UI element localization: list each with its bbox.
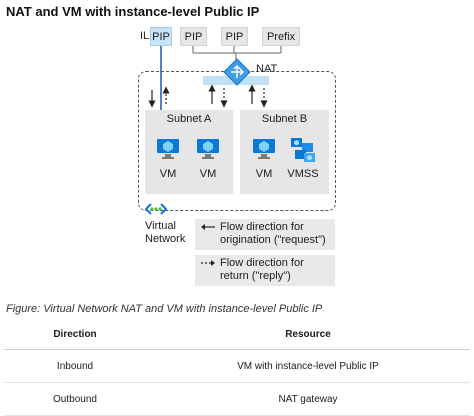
legend-request-line2: origination ("request") (220, 234, 326, 246)
direction-resource-table: Direction Resource Inbound VM with insta… (4, 320, 470, 416)
nat-label: NAT (256, 63, 278, 75)
instance-pip-box: PIP (150, 27, 172, 46)
virtual-network-icon (144, 202, 168, 221)
nat-pip-box-2: PIP (221, 27, 248, 46)
cell-direction: Inbound (4, 349, 146, 383)
column-header-resource: Resource (146, 320, 470, 350)
table-header-row: Direction Resource (4, 320, 470, 350)
subnet-a-resource-2-label: VM (199, 168, 217, 180)
subnet-a-title: Subnet A (166, 113, 212, 125)
vm-icon (252, 138, 276, 165)
legend-reply-line2: return ("reply") (220, 270, 291, 282)
legend-reply-box: Flow direction for return ("reply") (195, 255, 335, 286)
table-row: Inbound VM with instance-level Public IP (4, 349, 470, 383)
subnet-b-title: Subnet B (261, 113, 308, 125)
column-header-direction: Direction (4, 320, 146, 350)
vm-icon (156, 138, 180, 165)
subnet-a-resource-1-label: VM (159, 168, 177, 180)
diagram-title: NAT and VM with instance-level Public IP (6, 4, 260, 19)
solid-arrow-icon (201, 224, 215, 230)
subnet-b-resource-2-label: VMSS (287, 168, 319, 180)
dotted-arrow-icon (201, 260, 215, 266)
vm-icon (196, 138, 220, 165)
virtual-network-label-line1: Virtual (145, 220, 176, 232)
instance-level-label: IL (140, 30, 150, 42)
virtual-network-label-line2: Network (145, 233, 186, 245)
figure-caption: Figure: Virtual Network NAT and VM with … (6, 303, 323, 315)
subnet-b-resource-1-label: VM (255, 168, 273, 180)
legend-reply-line1: Flow direction for (220, 257, 304, 269)
vmss-icon (290, 137, 316, 168)
nat-prefix-box: Prefix (262, 27, 300, 46)
nat-pip-box-1: PIP (180, 27, 207, 46)
legend-request-box: Flow direction for origination ("request… (195, 219, 335, 250)
legend-request-line1: Flow direction for (220, 221, 304, 233)
nat-gateway-icon (223, 58, 251, 86)
cell-resource: VM with instance-level Public IP (146, 349, 470, 383)
